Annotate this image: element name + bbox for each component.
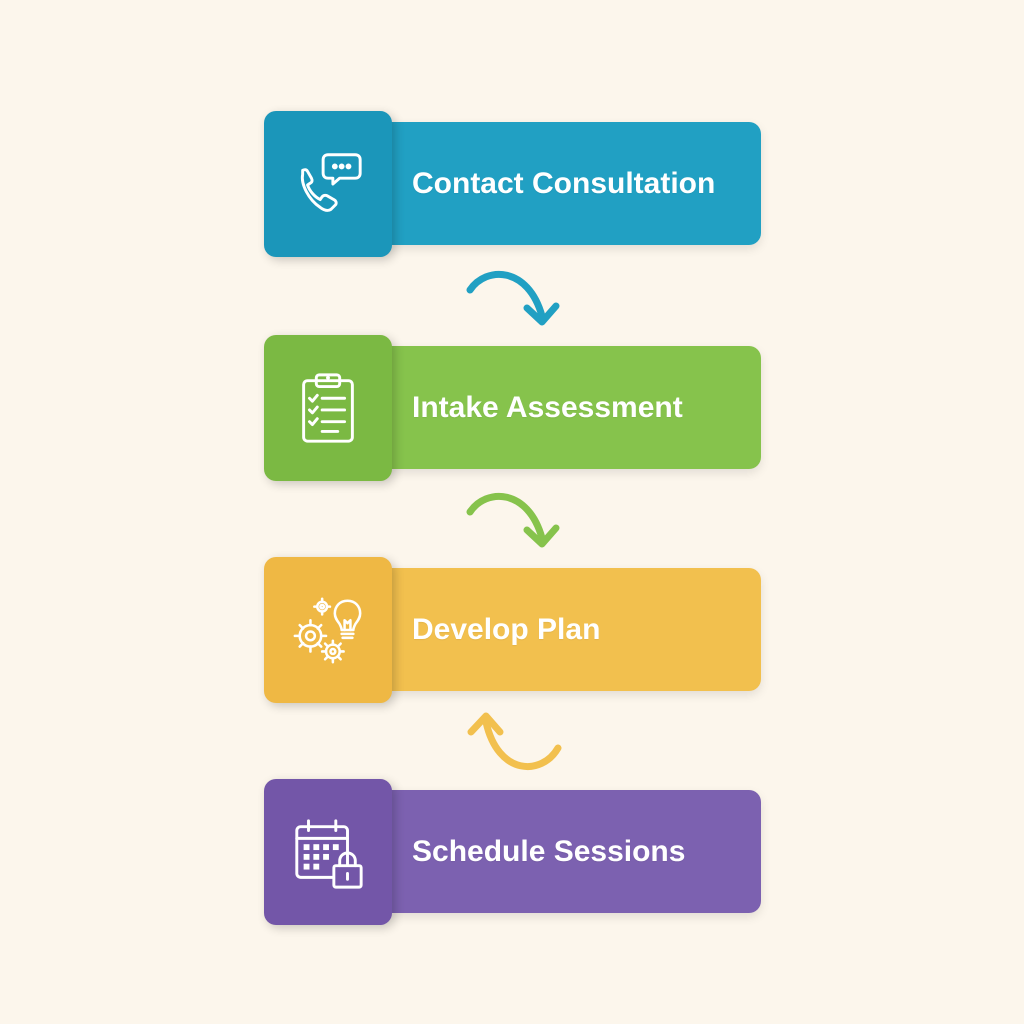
step-icon-box <box>264 335 392 481</box>
curved-arrow-down-icon <box>466 270 560 326</box>
step-intake-assessment: Intake Assessment <box>264 335 761 481</box>
gears-lightbulb-icon <box>293 597 362 664</box>
clipboard-checklist-icon <box>302 373 354 443</box>
step-contact-consultation: Contact Consultation <box>264 111 761 257</box>
step-icon-box <box>264 557 392 703</box>
step-bar <box>364 346 761 469</box>
phone-chat-icon <box>300 153 362 212</box>
step-icon-box <box>264 111 392 257</box>
step-schedule-sessions: Schedule Sessions <box>264 779 761 925</box>
step-icon-box <box>264 779 392 925</box>
step-label: Contact Consultation <box>412 167 716 200</box>
step-develop-plan: Develop Plan <box>264 557 761 703</box>
step-bar <box>364 122 761 245</box>
curved-arrow-down-icon <box>466 492 560 548</box>
connector-arrow-down <box>462 484 572 556</box>
step-bar <box>364 568 761 691</box>
calendar-lock-icon <box>295 819 363 889</box>
step-label: Schedule Sessions <box>412 835 686 868</box>
step-label: Intake Assessment <box>412 391 683 424</box>
connector-arrow-up <box>462 706 572 778</box>
curved-arrow-up-icon <box>467 712 562 771</box>
step-label: Develop Plan <box>412 613 601 646</box>
step-bar <box>364 790 761 913</box>
connector-arrow-down <box>462 262 572 334</box>
